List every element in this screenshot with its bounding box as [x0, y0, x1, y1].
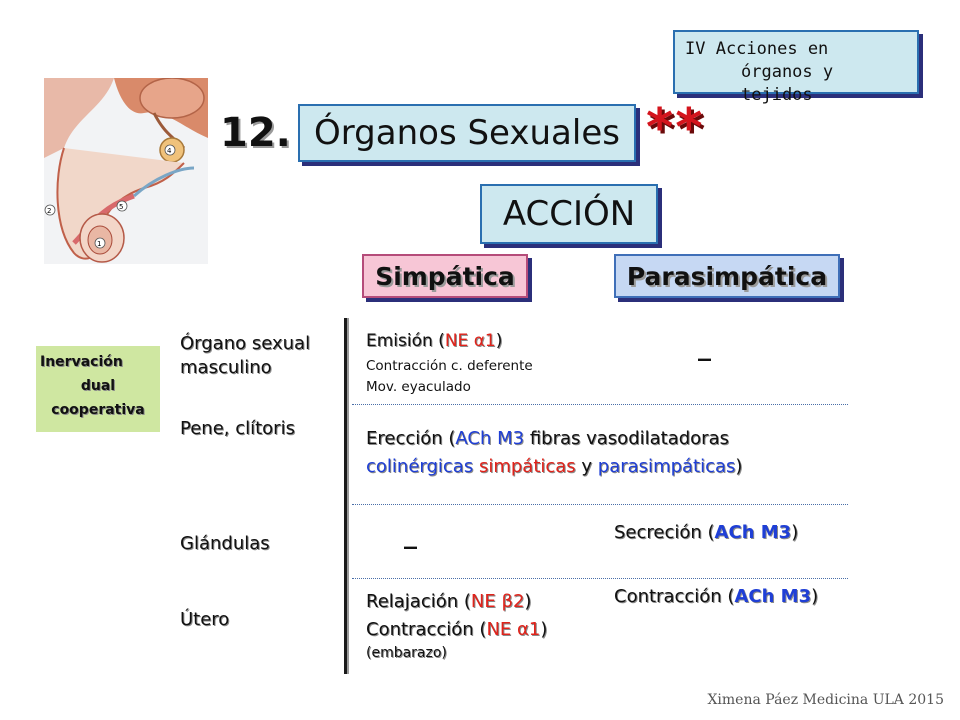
sympathetic-label: Simpática [375, 261, 515, 291]
relax-close: ) [524, 591, 532, 612]
emission-receptor: NE α1 [444, 331, 496, 351]
erection-sympathetic: simpáticas [478, 456, 576, 477]
organ-penis: Pene, clítoris [180, 418, 295, 439]
badge-line-1: Inervación [40, 354, 123, 370]
relax-text: Relajación ( [366, 591, 471, 612]
secretion-close: ) [791, 522, 799, 543]
organ-male-line-1: Órgano sexual [180, 333, 311, 354]
svg-text:2: 2 [47, 207, 51, 215]
emission-close: ) [495, 331, 503, 351]
uterus-contraction-close: ) [811, 586, 819, 607]
page-title: Órganos Sexuales [314, 113, 620, 153]
erection-line-1: Erección (ACh M3 fibras vasodilatadoras [366, 425, 742, 453]
erection-close: ) [735, 456, 743, 477]
parasympathetic-header: Parasimpática [614, 254, 840, 298]
section-box: IV Acciones en órganos y tejidos [673, 30, 919, 105]
svg-text:5: 5 [119, 203, 123, 211]
page-title-box: Órganos Sexuales [298, 104, 636, 162]
row-separator-2 [352, 504, 848, 505]
erection-cholinergic: colinérgicas [366, 456, 474, 477]
uterus-sympathetic: Relajación (NE β2) Contracción (NE α1) (… [366, 588, 547, 662]
svg-text:4: 4 [167, 147, 172, 155]
uterus-contraction-receptor: ACh M3 [734, 586, 812, 607]
organ-glands: Glándulas [180, 533, 270, 554]
erection-start: Erección ( [366, 428, 456, 449]
row-separator-1 [352, 404, 848, 405]
contraction-close: ) [540, 619, 548, 640]
ejaculation-movement: Mov. eyaculado [366, 379, 471, 395]
erection-parasympathetic: parasimpáticas [597, 456, 736, 477]
action-box: ACCIÓN [480, 184, 658, 244]
action-label: ACCIÓN [502, 194, 636, 234]
erection-text: Erección (ACh M3 fibras vasodilatadoras … [366, 425, 742, 481]
stars-mark: ** [646, 98, 705, 158]
contraction-receptor: NE α1 [486, 619, 541, 640]
emission-line: Emisión (NE α1) [366, 331, 502, 351]
erection-and: y [575, 456, 598, 477]
organ-male: Órgano sexual masculino [180, 332, 310, 380]
anatomy-figure-icon: 1 2 5 4 [44, 78, 208, 264]
parasympathetic-label: Parasimpática [626, 261, 828, 291]
relax-receptor: NE β2 [470, 591, 525, 612]
parasympathetic-male-dash: _ [698, 332, 711, 362]
uterus-contraction-text: Contracción ( [614, 586, 735, 607]
pregnancy-note: (embarazo) [366, 645, 447, 661]
sympathetic-glands-dash: _ [404, 520, 417, 550]
uterus-contraction-line: Contracción (NE α1) [366, 616, 547, 644]
secretion-text: Secreción ( [614, 522, 715, 543]
section-line-2: órganos y tejidos [741, 62, 834, 105]
erection-fibers: fibras vasodilatadoras [524, 428, 729, 449]
uterus-parasympathetic: Contracción (ACh M3) [614, 586, 818, 607]
row-separator-3 [352, 578, 848, 579]
sympathetic-header: Simpática [362, 254, 528, 298]
contraction-text: Contracción ( [366, 619, 487, 640]
erection-receptor: ACh M3 [455, 428, 525, 449]
footer-credit: Ximena Páez Medicina ULA 2015 [707, 692, 944, 708]
badge-line-2: dual [80, 378, 116, 394]
section-line-1: IV Acciones en [685, 39, 829, 59]
deferent-contraction: Contracción c. deferente [366, 358, 533, 374]
uterus-relax-line: Relajación (NE β2) [366, 588, 547, 616]
erection-line-2: colinérgicas simpáticas y parasimpáticas… [366, 453, 742, 481]
organ-male-line-2: masculino [180, 357, 272, 378]
svg-text:1: 1 [97, 240, 101, 248]
glands-secretion: Secreción (ACh M3) [614, 522, 798, 543]
organ-uterus: Útero [180, 609, 230, 630]
secretion-receptor: ACh M3 [714, 522, 792, 543]
emission-text: Emisión ( [366, 331, 445, 351]
anatomy-illustration: 1 2 5 4 [44, 78, 208, 264]
badge-line-3: cooperativa [51, 402, 145, 418]
dual-innervation-badge: Inervación dual cooperativa [36, 346, 160, 432]
slide-number: 12. [220, 110, 291, 156]
vertical-divider [344, 318, 347, 674]
